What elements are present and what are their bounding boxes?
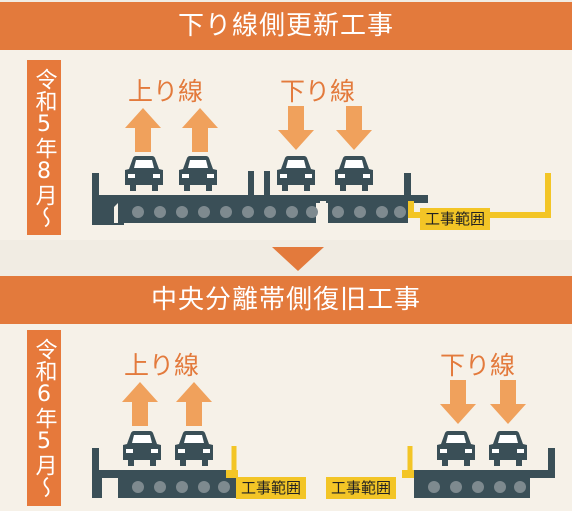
car-icon (332, 155, 376, 193)
car-icon (122, 155, 166, 193)
section2-banner: 中央分離帯側復旧工事 (0, 276, 572, 324)
section2-zone-label-left: 工事範囲 (236, 477, 307, 499)
section2-down-label: 下り線 (440, 351, 516, 380)
up-arrow-icon (176, 382, 212, 426)
section1-road-cross-section (88, 165, 560, 229)
section1-period: 令和5年8月〜 (27, 60, 61, 235)
car-icon (172, 430, 216, 468)
section1-zone-label: 工事範囲 (420, 208, 491, 230)
up-arrow-icon (125, 108, 161, 152)
section2-zone-label-right: 工事範囲 (326, 477, 397, 499)
section2-period: 令和6年5月〜 (27, 330, 61, 506)
section1-banner: 下り線側更新工事 (0, 2, 572, 50)
car-icon (434, 430, 478, 468)
section1-up-label: 上り線 (128, 77, 204, 106)
down-arrow-icon (336, 106, 372, 150)
up-arrow-icon (122, 382, 158, 426)
car-icon (274, 155, 318, 193)
down-arrow-icon (440, 380, 476, 424)
section2-road-cross-section (88, 440, 560, 502)
down-arrow-icon (490, 380, 526, 424)
transition-triangle-icon (272, 247, 324, 271)
section1-title: 下り線側更新工事 (177, 11, 394, 41)
section2-title: 中央分離帯側復旧工事 (150, 285, 421, 315)
car-icon (176, 155, 220, 193)
section1-down-label: 下り線 (280, 77, 356, 106)
down-arrow-icon (278, 106, 314, 150)
section1-period-label: 令和5年8月〜 (31, 67, 57, 228)
car-icon (120, 430, 164, 468)
car-icon (486, 430, 530, 468)
section2-period-label: 令和6年5月〜 (31, 338, 57, 498)
up-arrow-icon (182, 108, 218, 152)
section2-up-label: 上り線 (124, 351, 200, 380)
